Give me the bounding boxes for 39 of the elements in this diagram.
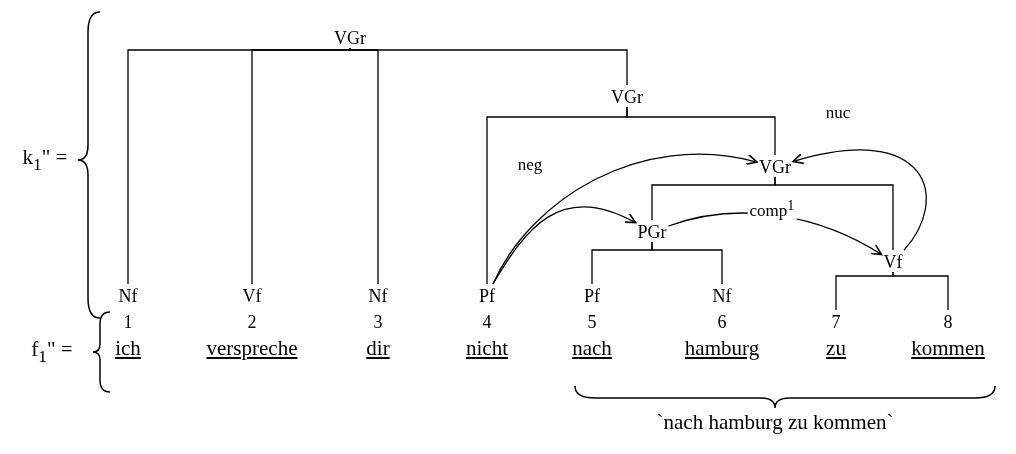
word: zu [826, 338, 846, 358]
word-number: 3 [373, 312, 383, 332]
category-label: Nf [712, 286, 732, 306]
category-label: Pf [479, 286, 495, 306]
tree-branch-line [892, 271, 949, 311]
word: verspreche [206, 338, 298, 358]
equation-label: k$_{1}$" = [22, 145, 68, 175]
tree-branch-line [774, 176, 894, 251]
word-number: 8 [943, 312, 953, 332]
category-label: Nf [368, 286, 388, 306]
word-number: 6 [717, 312, 727, 332]
phrase-label: VGr [611, 87, 643, 107]
word: ich [115, 338, 141, 358]
category-label: Vf [242, 286, 262, 306]
word-number: 2 [247, 312, 257, 332]
relation-arrow [492, 206, 637, 285]
word: hamburg [684, 338, 760, 358]
tree-branch-line [626, 106, 776, 156]
gloss-text: `nach hamburg zu kommen` [656, 409, 894, 435]
phrase-label: VGr [334, 28, 366, 48]
word-number: 7 [831, 312, 841, 332]
word-number: 4 [482, 312, 492, 332]
category-label: Pf [584, 286, 600, 306]
word: dir [366, 338, 390, 358]
phrase-label: PGr [637, 222, 667, 242]
tree-branch-line [651, 241, 723, 285]
word: nicht [466, 338, 508, 358]
word: nach [572, 338, 612, 358]
phrase-label: Vf [883, 252, 903, 272]
word: kommen [911, 338, 985, 358]
tree-branch-line [349, 47, 628, 86]
phrase-label: VGr [759, 157, 791, 177]
word-number: 5 [587, 312, 597, 332]
category-label: Nf [118, 286, 138, 306]
equation-label: f$_{1}$" = [31, 337, 73, 367]
relation-arrow [792, 149, 927, 251]
word-number: 1 [123, 312, 133, 332]
tree-branch-line [251, 47, 351, 285]
relation-arrow [492, 153, 758, 285]
